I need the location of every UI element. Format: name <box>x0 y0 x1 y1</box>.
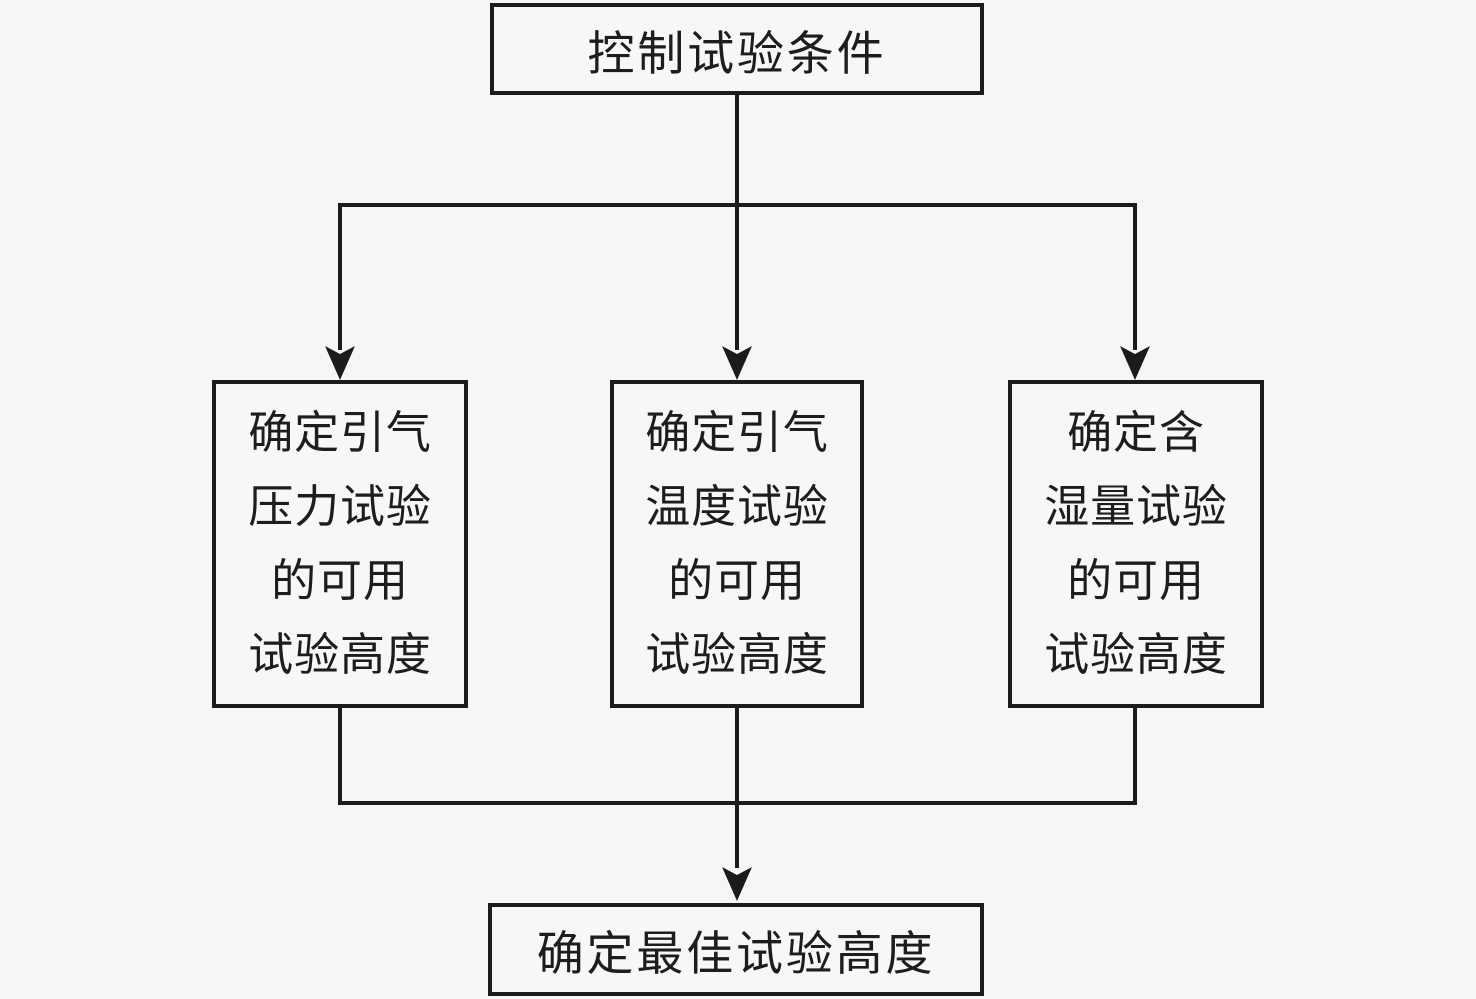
connector-branch3-vertical <box>1133 205 1137 350</box>
connector-start-vertical <box>735 95 739 205</box>
branch-box-line: 试验高度 <box>248 630 432 680</box>
branch-box-line: 试验高度 <box>1044 630 1228 680</box>
branch-box-line: 的可用 <box>271 556 409 606</box>
branch-box-line: 试验高度 <box>645 630 829 680</box>
arrowhead-down-result-icon <box>722 867 752 901</box>
result-box-label: 确定最佳试验高度 <box>536 929 936 981</box>
connector-bottom-horizontal <box>338 801 1137 805</box>
branch-box-line: 温度试验 <box>645 482 829 532</box>
branch-box-line: 湿量试验 <box>1044 482 1228 532</box>
start-box-label: 控制试验条件 <box>587 28 887 81</box>
branch-box-bleed-pressure: 确定引气 压力试验 的可用 试验高度 <box>212 380 468 708</box>
branch-box-bleed-temperature: 确定引气 温度试验 的可用 试验高度 <box>610 380 864 708</box>
connector-branch2-down-vertical <box>735 708 739 868</box>
result-box-optimal-test-height: 确定最佳试验高度 <box>488 903 984 996</box>
connector-branch1-vertical <box>338 205 342 350</box>
arrowhead-down-branch1-icon <box>325 346 355 380</box>
branch-box-line: 的可用 <box>668 556 806 606</box>
branch-box-line: 的可用 <box>1067 556 1205 606</box>
connector-branch1-down-vertical <box>338 708 342 805</box>
branch-box-line: 确定含 <box>1067 408 1205 458</box>
branch-box-line: 确定引气 <box>248 408 432 458</box>
start-box-control-test-conditions: 控制试验条件 <box>490 3 984 95</box>
branch-box-humidity: 确定含 湿量试验 的可用 试验高度 <box>1008 380 1264 708</box>
connector-branch2-vertical <box>735 205 739 350</box>
branch-box-line: 压力试验 <box>248 482 432 532</box>
arrowhead-down-branch3-icon <box>1120 346 1150 380</box>
connector-branch3-down-vertical <box>1133 708 1137 805</box>
branch-box-line: 确定引气 <box>645 408 829 458</box>
arrowhead-down-branch2-icon <box>722 346 752 380</box>
